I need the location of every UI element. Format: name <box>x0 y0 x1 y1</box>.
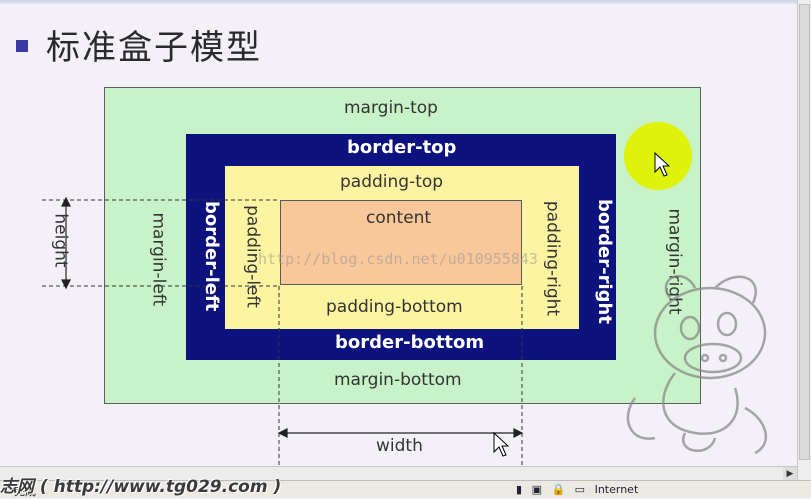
vertical-scrollbar[interactable] <box>797 0 811 480</box>
tray-item-3: ▭ <box>574 483 586 496</box>
padding-top-label: padding-top <box>340 172 444 192</box>
width-label: width <box>376 436 423 456</box>
lock-icon: 🔒 <box>551 483 566 496</box>
internet-zone-label: Internet <box>594 483 639 496</box>
cartoon-cow-mascot-icon <box>626 275 767 455</box>
height-label: height <box>50 213 71 268</box>
border-top-label: border-top <box>347 137 457 158</box>
content-label: content <box>366 208 432 228</box>
mouse-pointer-icon <box>654 152 670 177</box>
scroll-right-icon[interactable]: ▶ <box>783 467 797 481</box>
mouse-pointer-icon <box>493 432 509 457</box>
window-top-edge <box>0 0 811 4</box>
margin-top-label: margin-top <box>344 98 438 118</box>
padding-bottom-label: padding-bottom <box>326 297 463 317</box>
status-tray: ▮ ▣ 🔒 ▭ Internet <box>516 483 644 496</box>
slide-title: 标准盒子模型 <box>46 28 262 68</box>
horizontal-scrollbar[interactable]: ▶ <box>0 466 797 481</box>
status-text: 完成 <box>14 485 36 498</box>
content-area <box>280 200 522 285</box>
site-watermark: 志网 ( http://www.tg029.com ) <box>0 477 282 497</box>
margin-bottom-label: margin-bottom <box>334 370 462 390</box>
tray-item-1: ▣ <box>531 483 542 496</box>
border-bottom-label: border-bottom <box>335 332 485 353</box>
scrollbar-thumb[interactable] <box>799 4 810 460</box>
padding-right-label: padding-right <box>542 200 563 317</box>
border-left-label: border-left <box>201 201 222 312</box>
margin-left-label: margin-left <box>148 212 169 307</box>
border-right-label: border-right <box>594 199 615 324</box>
blog-watermark: http://blog.csdn.net/u010955843 <box>258 250 538 268</box>
tray-item-0: ▮ <box>516 483 523 496</box>
status-bar <box>0 480 811 498</box>
square-bullet-icon <box>16 40 28 52</box>
